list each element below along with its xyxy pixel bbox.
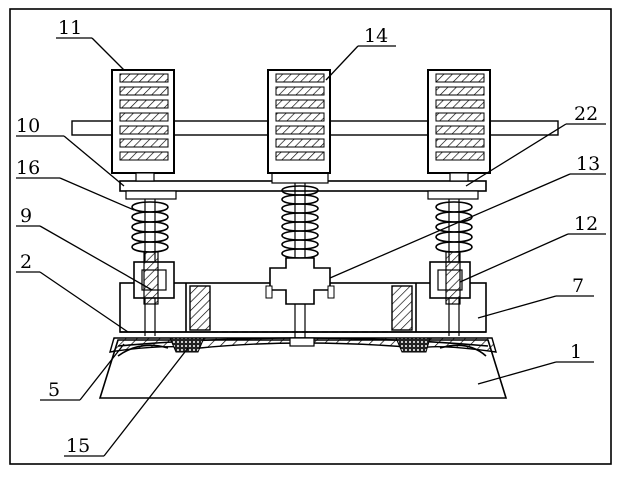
clamp-left-9 [133,251,175,305]
label-11: 11 [58,17,82,39]
base-part-1 [98,339,508,399]
left-pad-15 [169,337,205,353]
left-wall [189,285,211,331]
spring-center [281,185,319,259]
label-12: 12 [574,213,598,235]
label-1: 1 [570,341,582,363]
spring-right [435,201,473,253]
right-wall [391,285,413,331]
label-22: 22 [574,103,598,125]
label-16: 16 [16,157,40,179]
label-13: 13 [576,153,600,175]
magnet-stack-center [267,69,331,174]
label-9: 9 [20,205,32,227]
right-pad [395,337,431,353]
label-2: 2 [20,251,32,273]
label-10: 10 [16,115,40,137]
spring-left-16 [131,201,169,253]
center-block [289,337,315,347]
frame-border [9,8,612,465]
clamp-center-13 [265,257,335,305]
magnet-stack-left [111,69,175,182]
label-15: 15 [66,435,90,457]
label-14: 14 [364,25,388,47]
leader-lines [16,37,606,457]
label-5: 5 [48,379,60,401]
label-7: 7 [572,275,584,297]
magnet-stack-right [427,69,491,182]
left-dome-5 [117,344,169,357]
right-dome [439,344,487,357]
clamp-right-12 [429,251,471,305]
